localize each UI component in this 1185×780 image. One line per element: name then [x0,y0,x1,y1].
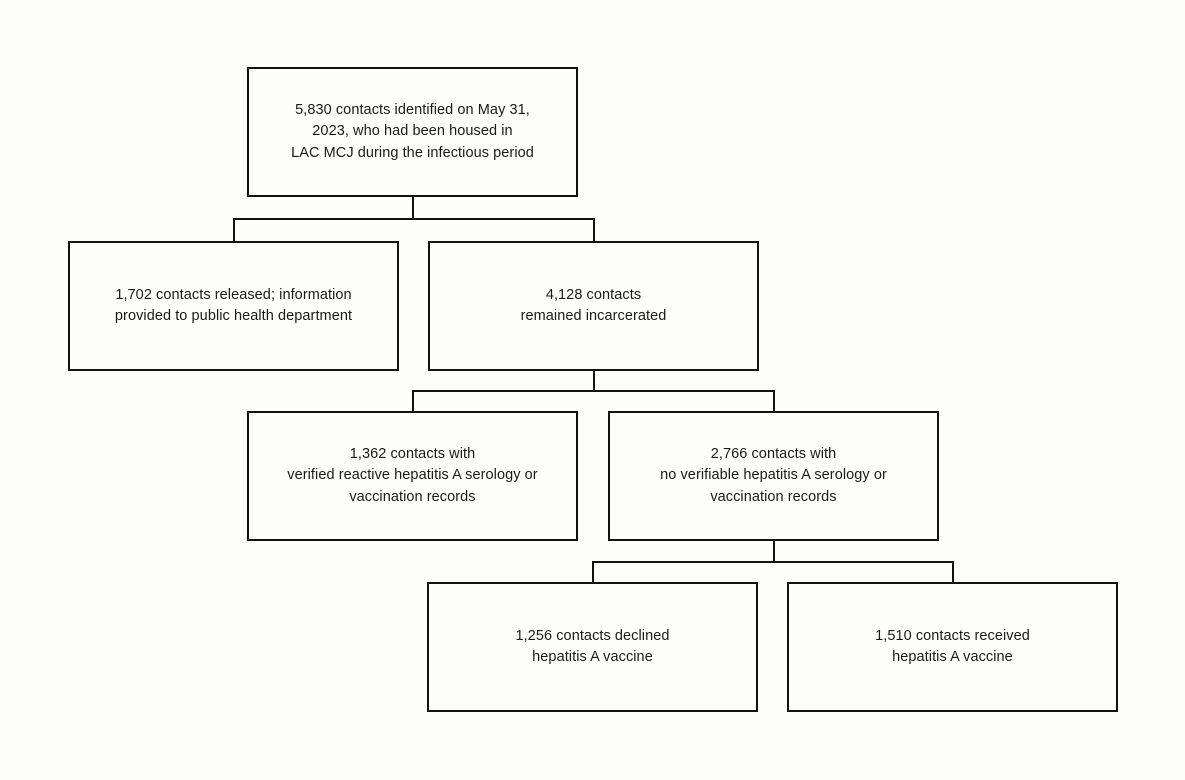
connector-drop-n3b [772,390,775,411]
flowchart-node-label: 1,362 contacts with verified reactive he… [287,446,538,505]
flowchart-node-label: 5,830 contacts identified on May 31, 202… [291,102,534,161]
flowchart-node-label: 1,702 contacts released; information pro… [114,286,353,324]
flowchart-node-n3a: 1,362 contacts with verified reactive he… [247,411,578,541]
flowchart-node-n3b: 2,766 contacts with no verifiable hepati… [608,411,939,541]
connector-stem-n3b [772,541,775,561]
connector-drop-n3a [411,390,414,411]
flowchart-node-n4b: 1,510 contacts received hepatitis A vacc… [787,582,1118,712]
connector-bar-n1 [232,218,595,220]
connector-stem-n1 [411,197,414,218]
connector-drop-n4a [591,561,594,582]
flowchart-node-n4a: 1,256 contacts declined hepatitis A vacc… [427,582,758,712]
flowchart-node-label: 4,128 contacts remained incarcerated [520,286,667,324]
connector-bar-n3b [591,561,954,563]
flowchart-node-n2a: 1,702 contacts released; information pro… [68,241,399,371]
flowchart-node-n2b: 4,128 contacts remained incarcerated [428,241,759,371]
connector-stem-n2b [592,371,595,390]
flowchart-node-label: 2,766 contacts with no verifiable hepati… [660,446,887,505]
flowchart-node-label: 1,510 contacts received hepatitis A vacc… [875,627,1030,665]
flowchart-node-label: 1,256 contacts declined hepatitis A vacc… [515,627,670,665]
flowchart-node-n1: 5,830 contacts identified on May 31, 202… [247,67,578,197]
connector-drop-n2a [232,218,235,241]
connector-drop-n4b [951,561,954,582]
connector-drop-n2b [592,218,595,241]
connector-bar-n2b [411,390,775,392]
